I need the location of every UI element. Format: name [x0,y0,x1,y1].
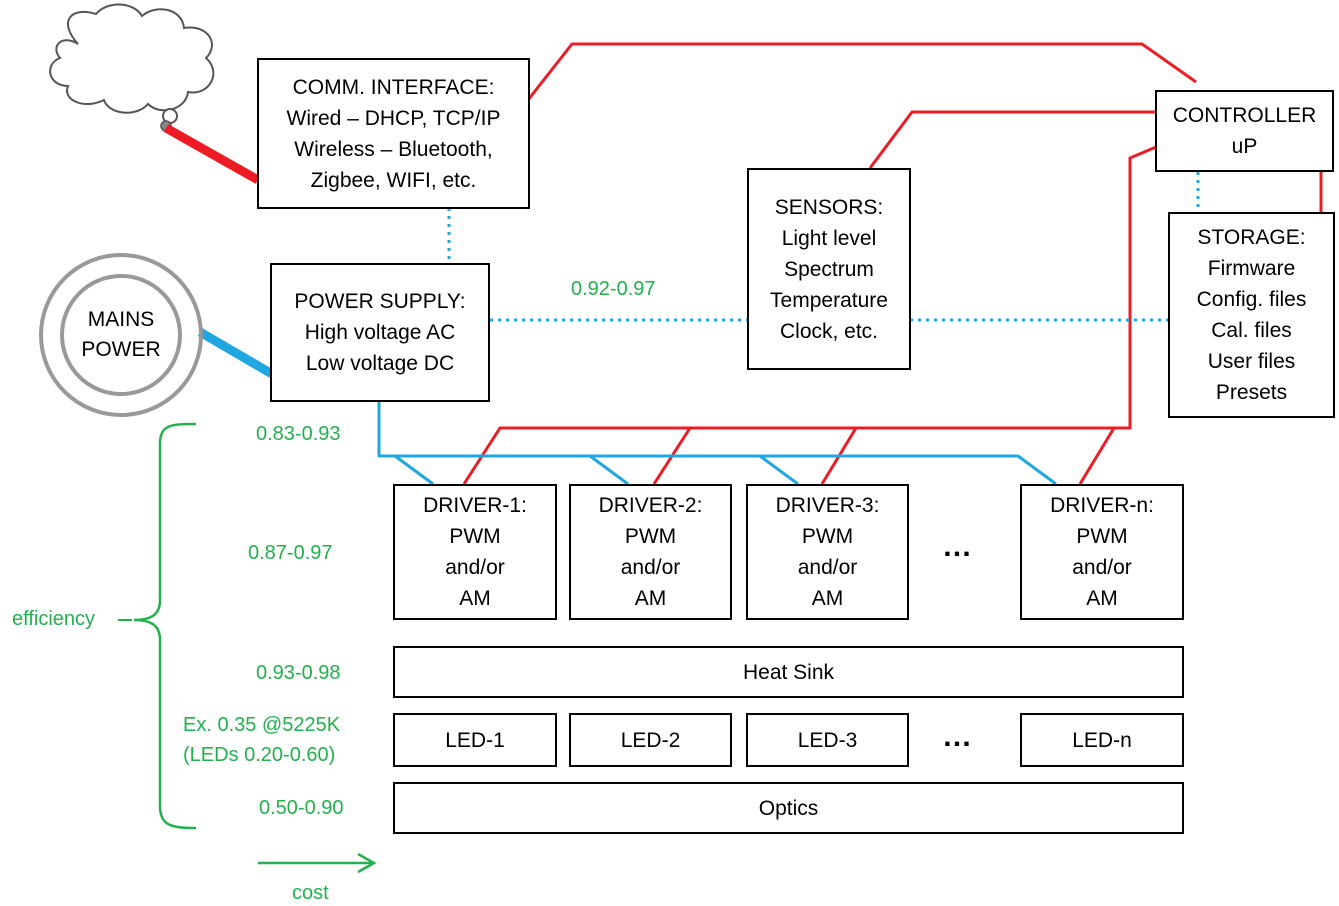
box-text-line: POWER [81,338,161,361]
box-text-line: DRIVER-n: [1050,494,1154,517]
led-3-box: LED-3 [746,713,909,767]
optics-box: Optics [393,782,1184,834]
box-text-line: CONTROLLER [1172,104,1317,127]
led-range-label: (LEDs 0.20-0.60) [183,744,336,766]
signal-lines [163,42,1323,485]
led-1-box: LED-1 [393,713,557,767]
box-text-line: PWM [624,525,677,548]
box-text-line: Firmware [1207,257,1296,280]
box-text-line: DRIVER-2: [598,494,703,517]
box-text-line: AM [1086,587,1118,610]
led-2-box: LED-2 [569,713,732,767]
box-text-line: DRIVER-1: [423,494,527,517]
box-text-line: Wireless – Bluetooth, [294,137,493,161]
annotation-marks [118,422,377,874]
led-n-box: LED-n [1020,713,1184,767]
heat-sink-box: Heat Sink [393,646,1184,698]
controller-box: CONTROLLER uP [1155,90,1334,172]
box-text-line: High voltage AC [304,321,456,344]
led-label: LED-2 [620,728,681,752]
optics-efficiency-label: 0.50-0.90 [259,797,344,819]
led-label: LED-n [1072,728,1132,752]
box-text-line: and/or [620,556,681,579]
controller-driver-bus [462,140,1169,485]
heat-sink-label: Heat Sink [742,660,835,684]
box-text-line: Zigbee, WIFI, etc. [310,168,477,192]
mains-power-circle: MAINS POWER [60,274,182,396]
power-lines [197,172,1200,486]
led-ellipsis: … [942,720,973,753]
drivern-signal-drop [1078,427,1116,485]
psu-efficiency-label: 0.83-0.93 [256,423,341,445]
box-text-line: Low voltage DC [305,352,455,375]
led-label: LED-3 [797,728,858,752]
box-text-line: Wired – DHCP, TCP/IP [286,106,501,130]
box-text-line: STORAGE: [1197,226,1306,249]
cost-label: cost [292,882,329,904]
led-example-label: Ex. 0.35 @5225K [183,714,341,736]
box-text-line: AM [634,587,667,610]
box-text-line: AM [459,587,491,610]
driver-ellipsis: … [942,530,973,563]
efficiency-brace [133,422,197,830]
box-text-line: COMM. INTERFACE: [292,75,495,99]
mains-power-outer-ring [39,253,203,417]
box-text-line: Presets [1215,381,1288,404]
box-text-line: Spectrum [784,257,874,281]
box-text-line: Config. files [1196,288,1307,311]
driver3-power-drop [759,454,799,486]
cloud-icon [49,3,215,114]
cost-arrow-head [357,852,377,874]
sensors-controller-link [868,110,1155,169]
mains-link [197,328,275,378]
box-text-line: and/or [445,556,505,579]
driver1-power-drop [394,454,434,486]
driver-power-bus [377,402,1057,486]
heat-sink-efficiency-label: 0.93-0.98 [256,662,341,684]
driver2-power-drop [589,454,629,486]
box-text-line: Cal. files [1211,319,1292,342]
box-text-line: SENSORS: [774,195,884,219]
box-text-line: DRIVER-3: [775,494,880,517]
psu-bus-efficiency-label: 0.92-0.97 [571,278,656,300]
box-text-line: POWER SUPPLY: [294,290,466,313]
power-supply-box: POWER SUPPLY: High voltage AC Low voltage … [270,263,490,402]
box-text-line: PWM [801,525,854,548]
box-text-line: User files [1207,350,1296,373]
comm-interface-box: COMM. INTERFACE: Wired – DHCP, TCP/IP Wire… [257,58,530,209]
efficiency-label: efficiency [12,608,96,630]
comm-controller-link [526,42,1197,101]
box-text-line: uP [1231,135,1258,158]
box-text-line: MAINS [87,308,155,331]
box-text-line: Clock, etc. [779,319,879,343]
box-text-line: AM [811,587,844,610]
led-label: LED-1 [445,728,505,752]
optics-label: Optics [758,796,819,820]
cloud-link [163,124,261,184]
box-text-line: PWM [449,525,501,548]
box-text-line: and/or [797,556,858,579]
box-text-line: PWM [1076,525,1128,548]
box-text-line: Light level [781,226,877,250]
driver-efficiency-label: 0.87-0.97 [248,542,333,564]
box-text-line: and/or [1072,556,1132,579]
box-text-line: Temperature [770,288,888,312]
